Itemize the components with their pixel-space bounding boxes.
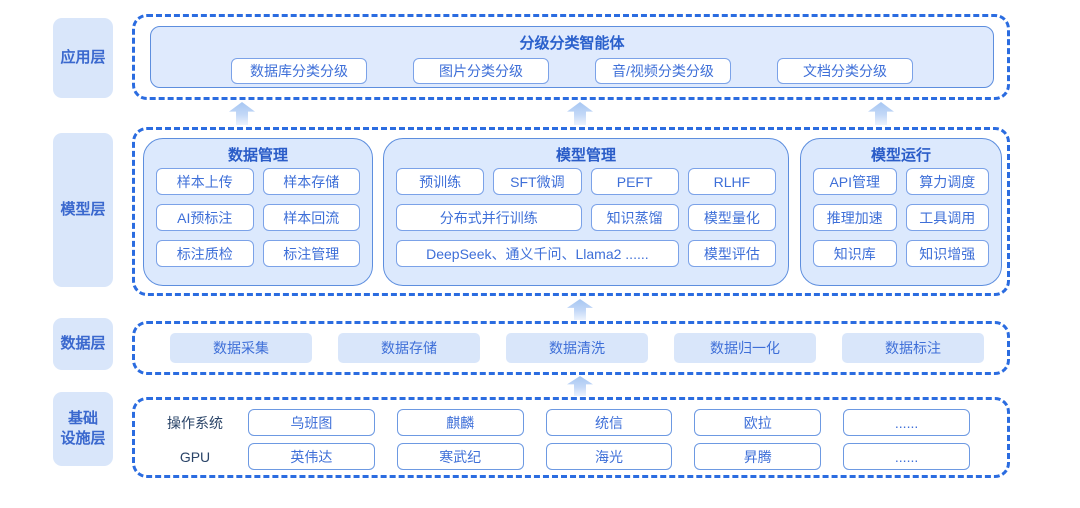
model-item: 知识库 [813,240,897,267]
infra-item: 麒麟 [396,409,524,436]
infra-item: 统信 [545,409,673,436]
model-item: 模型量化 [687,204,776,231]
application-layer-container [132,14,1010,100]
model-item: SFT微调 [493,168,582,195]
infra-item: 英伟达 [248,443,375,470]
layer-label-data: 数据层 [53,318,113,370]
model-item: 分布式并行训练 [396,204,582,231]
up-arrow-icon [229,102,255,125]
data-layer-container [132,321,1010,375]
infra-category-label: GPU [179,448,211,465]
group-title: 数据管理 [227,147,288,164]
agent-panel: 分级分类智能体 数据库分类分级 图片分类分级 音/视频分类分级 文档分类分级 [150,26,994,88]
model-item: API管理 [813,168,897,195]
layer-label-text: 模型层 [60,200,106,218]
model-item: RLHF [687,168,776,195]
model-item: 标注质检 [156,240,254,267]
infra-item: 寒武纪 [396,443,524,470]
model-item: 标注管理 [262,240,360,267]
model-item: 推理加速 [813,204,897,231]
model-item: 样本存储 [262,168,360,195]
model-item: 知识增强 [905,240,989,267]
model-item: DeepSeek、通义千问、Llama2 ...... [396,240,679,267]
up-arrow-icon [868,102,894,125]
group-data-management: 数据管理 样本上传 样本存储 AI预标注 样本回流 标注质检 标注管理 [143,138,373,286]
model-item: 预训练 [396,168,485,195]
infra-category-label: 操作系统 [167,414,223,431]
model-item: 算力调度 [905,168,989,195]
app-item: 文档分类分级 [777,58,913,84]
layer-label-text-line2: 设施层 [60,430,106,447]
infra-row-items: 乌班图 麒麟 统信 欧拉 ...... [248,409,970,436]
model-item: AI预标注 [156,204,254,231]
group-title: 模型运行 [870,147,931,164]
infra-item: 海光 [545,443,673,470]
group-title: 模型管理 [555,147,616,164]
group-model-runtime: 模型运行 API管理 算力调度 推理加速 工具调用 知识库 知识增强 [800,138,1002,286]
data-item: 数据采集 [170,333,312,363]
model-item: 工具调用 [905,204,989,231]
model-item: 样本回流 [262,204,360,231]
app-item: 图片分类分级 [413,58,549,84]
model-item: 样本上传 [156,168,254,195]
group-items: API管理 算力调度 推理加速 工具调用 知识库 知识增强 [813,168,989,267]
infra-row-os: 操作系统 乌班图 麒麟 统信 欧拉 ...... [150,409,970,436]
data-item: 数据清洗 [506,333,648,363]
up-arrow-icon [567,376,593,396]
layer-label-model: 模型层 [53,133,113,287]
data-item: 数据标注 [842,333,984,363]
data-item: 数据归一化 [674,333,816,363]
layer-label-infrastructure: 基础 设施层 [53,392,113,466]
layer-label-text: 应用层 [60,48,106,66]
infrastructure-layer-container [132,397,1010,478]
infra-row-gpu: GPU 英伟达 寒武纪 海光 昇腾 ...... [150,443,970,470]
infra-item: ...... [843,409,970,436]
layer-label-application: 应用层 [53,18,113,98]
layer-label-text-line1: 基础 [67,409,98,427]
app-item: 数据库分类分级 [231,58,367,84]
layer-label-text: 数据层 [60,334,106,352]
model-layer-container [132,127,1010,296]
infra-item: 乌班图 [248,409,375,436]
agent-panel-items: 数据库分类分级 图片分类分级 音/视频分类分级 文档分类分级 [151,58,993,84]
infra-item: 昇腾 [694,443,822,470]
group-model-management: 模型管理 预训练 SFT微调 PEFT RLHF 分布式并行训练 知识蒸馏 模型… [383,138,789,286]
model-item: PEFT [590,168,679,195]
model-item: 知识蒸馏 [590,204,679,231]
up-arrow-icon [567,299,593,320]
agent-panel-title: 分级分类智能体 [519,35,625,52]
infra-row-items: 英伟达 寒武纪 海光 昇腾 ...... [248,443,970,470]
data-item: 数据存储 [338,333,480,363]
app-item: 音/视频分类分级 [595,58,731,84]
up-arrow-icon [567,102,593,125]
group-items: 样本上传 样本存储 AI预标注 样本回流 标注质检 标注管理 [156,168,360,267]
model-item: 模型评估 [687,240,776,267]
infra-item: ...... [843,443,970,470]
data-layer-items: 数据采集 数据存储 数据清洗 数据归一化 数据标注 [170,333,984,363]
group-items: 预训练 SFT微调 PEFT RLHF 分布式并行训练 知识蒸馏 模型量化 De… [396,168,776,267]
infra-item: 欧拉 [694,409,822,436]
